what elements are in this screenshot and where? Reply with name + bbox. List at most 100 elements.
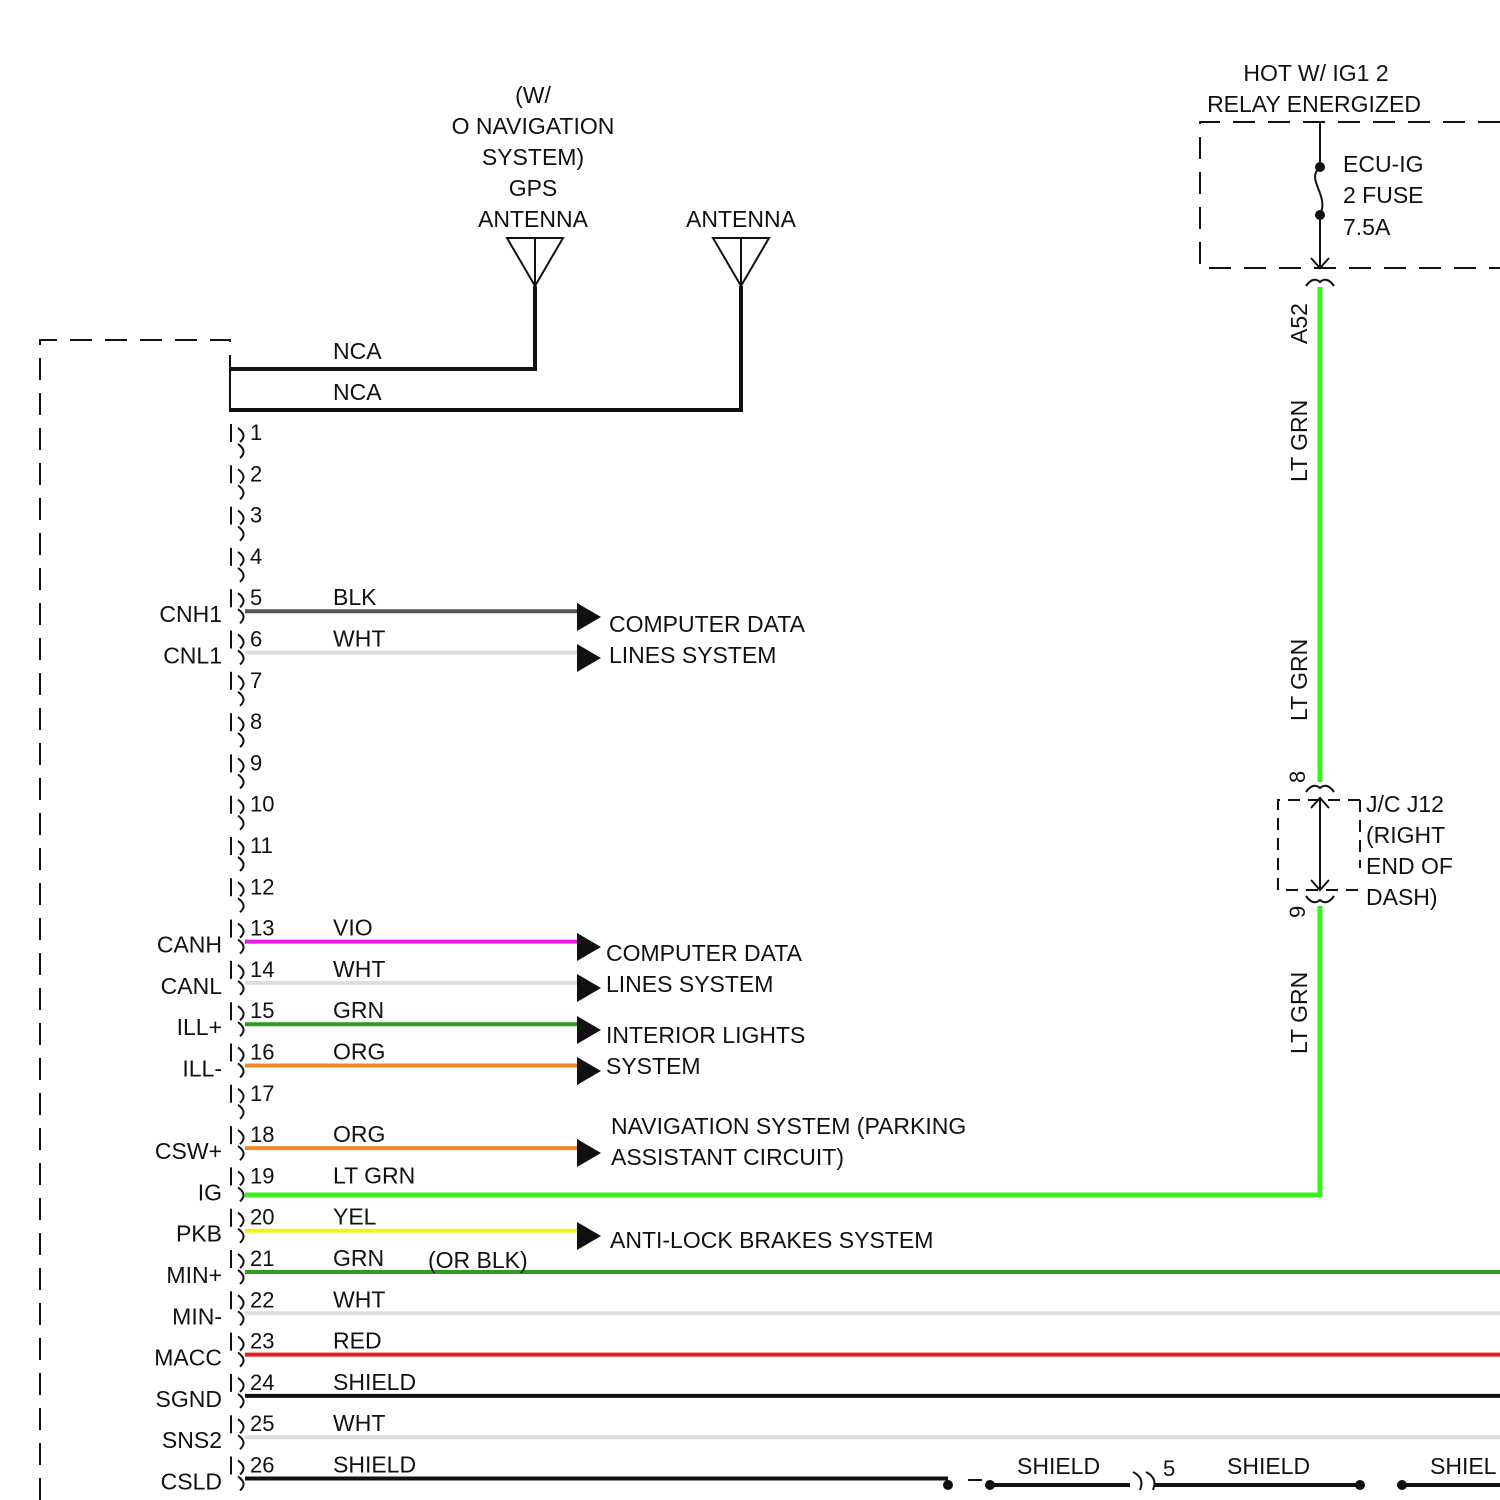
connector-pin-icon	[231, 920, 244, 954]
pin-number: 13	[250, 916, 274, 941]
ig-circuit: A52 LT GRN LT GRN LT GRN 8 9 J/C J12 (RI…	[245, 287, 1453, 1195]
arrow-icon	[577, 933, 601, 961]
pin-number: 21	[250, 1246, 274, 1271]
gps-antenna-icon	[507, 238, 563, 286]
shield-pin-number: 5	[1163, 1456, 1175, 1481]
fuse-icon	[1315, 167, 1322, 215]
pin-signal-label: SNS2	[162, 1427, 222, 1453]
wire21-note: (OR BLK)	[428, 1247, 528, 1273]
connector-pin-list: 12345CNH16CNL178910111213CANH14CANL15ILL…	[154, 420, 274, 1495]
pin-number: 2	[250, 461, 262, 486]
shield-label-2: SHIELD	[1227, 1453, 1310, 1479]
wire-color-label: LT GRN	[333, 1162, 415, 1188]
pin-number: 18	[250, 1122, 274, 1147]
pin-signal-label: MACC	[154, 1345, 222, 1371]
connector-pin-icon	[1306, 280, 1334, 286]
gps-note-1: (W/	[515, 82, 551, 108]
connector-pin-icon	[231, 1209, 244, 1243]
pin-number: 5	[250, 585, 262, 610]
pin-number: 25	[250, 1411, 274, 1436]
wire-color-label: VIO	[333, 915, 373, 941]
connector-pin-icon	[1133, 1472, 1154, 1490]
connector-pin-icon	[231, 961, 244, 995]
hot-label-1: HOT W/ IG1 2	[1243, 60, 1388, 86]
connector-pin-icon	[231, 1291, 244, 1325]
dest-can2-line1: COMPUTER DATA	[606, 940, 803, 966]
shield-row: SHIELD SHIELD SHIEL 5	[943, 1453, 1500, 1490]
connector-pin-icon	[231, 672, 244, 706]
connector-pin-icon	[231, 1250, 244, 1284]
pin-number: 16	[250, 1040, 274, 1065]
dest-can1-line1: COMPUTER DATA	[609, 611, 806, 637]
destination-arrows	[577, 603, 601, 1250]
wire-color-label: WHT	[333, 1286, 385, 1312]
jc-label-4: DASH)	[1366, 884, 1438, 910]
connector-pin-icon	[231, 878, 244, 912]
fuse-label-3: 7.5A	[1343, 214, 1391, 240]
connector-pin-icon	[231, 1167, 244, 1201]
shield-dot	[943, 1480, 953, 1490]
gps-note-5: ANTENNA	[478, 206, 589, 232]
shield-dot	[1355, 1480, 1365, 1490]
arrow-icon	[577, 644, 601, 672]
arrow-icon	[577, 603, 601, 631]
pin-signal-label: ILL-	[182, 1056, 222, 1082]
nca-label-2: NCA	[333, 379, 382, 405]
connector-pin-icon	[231, 548, 244, 582]
arrow-icon	[577, 1057, 601, 1085]
dest-nav-line2: ASSISTANT CIRCUIT)	[611, 1144, 844, 1170]
antenna-label: ANTENNA	[686, 206, 797, 232]
wire-color-label: WHT	[333, 1410, 385, 1436]
pin-number: 15	[250, 998, 274, 1023]
wire-color-label: SHIELD	[333, 1452, 416, 1478]
pin-number: 7	[250, 668, 262, 693]
gps-antenna-wire	[230, 286, 535, 369]
ig-wire-label-3: LT GRN	[1286, 972, 1312, 1054]
pin-number: 20	[250, 1205, 274, 1230]
wire-color-label: ORG	[333, 1039, 385, 1065]
jc-label-2: (RIGHT	[1366, 822, 1445, 848]
connector-pin-icon	[1306, 786, 1334, 792]
connector-pin-icon	[231, 631, 244, 665]
dest-nav-line1: NAVIGATION SYSTEM (PARKING	[611, 1113, 966, 1139]
pin-signal-label: MIN+	[166, 1262, 222, 1288]
fuse-label-1: ECU-IG	[1343, 151, 1424, 177]
pin-number: 23	[250, 1329, 274, 1354]
nca-label-1: NCA	[333, 338, 382, 364]
hot-label-2: RELAY ENERGIZED	[1207, 91, 1421, 117]
dest-interior-line1: INTERIOR LIGHTS	[606, 1022, 805, 1048]
antenna-wire	[230, 286, 741, 410]
arrow-icon	[577, 1139, 601, 1167]
jc-label-3: END OF	[1366, 853, 1453, 879]
pin-signal-label: CSW+	[155, 1138, 222, 1164]
pin-number: 3	[250, 503, 262, 528]
pin-signal-label: CNH1	[159, 601, 222, 627]
gps-antenna: (W/ O NAVIGATION SYSTEM) GPS ANTENNA NCA	[230, 82, 614, 369]
pin-number: 22	[250, 1287, 274, 1312]
jc-pin-out: 9	[1285, 906, 1310, 918]
antenna-icon	[713, 238, 769, 286]
arrow-icon	[577, 974, 601, 1002]
shield-label-1: SHIELD	[1017, 1453, 1100, 1479]
wire-color-label: SHIELD	[333, 1369, 416, 1395]
jc-pin-in: 8	[1285, 771, 1310, 783]
pin-number: 17	[250, 1081, 274, 1106]
gps-note-4: GPS	[509, 175, 558, 201]
connector-pin-icon	[231, 424, 244, 458]
connector-pin-icon	[231, 1457, 244, 1491]
wire-color-label: BLK	[333, 584, 377, 610]
connector-pin-icon	[231, 713, 244, 747]
wire-color-label: WHT	[333, 626, 385, 652]
pin-signal-label: IG	[198, 1179, 222, 1205]
jc-label-1: J/C J12	[1366, 791, 1444, 817]
connector-pin-icon	[231, 465, 244, 499]
pin-signal-label: SGND	[156, 1386, 222, 1412]
arrow-icon	[577, 1016, 601, 1044]
connector-pin-icon	[231, 1374, 244, 1408]
radio-antenna: ANTENNA NCA	[230, 206, 797, 410]
gps-note-2: O NAVIGATION	[452, 113, 615, 139]
connector-pin-icon	[231, 837, 244, 871]
connector-pin-icon	[231, 1126, 244, 1160]
connector-pin-icon	[1306, 896, 1334, 902]
fuse-box: HOT W/ IG1 2 RELAY ENERGIZED ECU-IG 2 FU…	[1200, 60, 1500, 286]
